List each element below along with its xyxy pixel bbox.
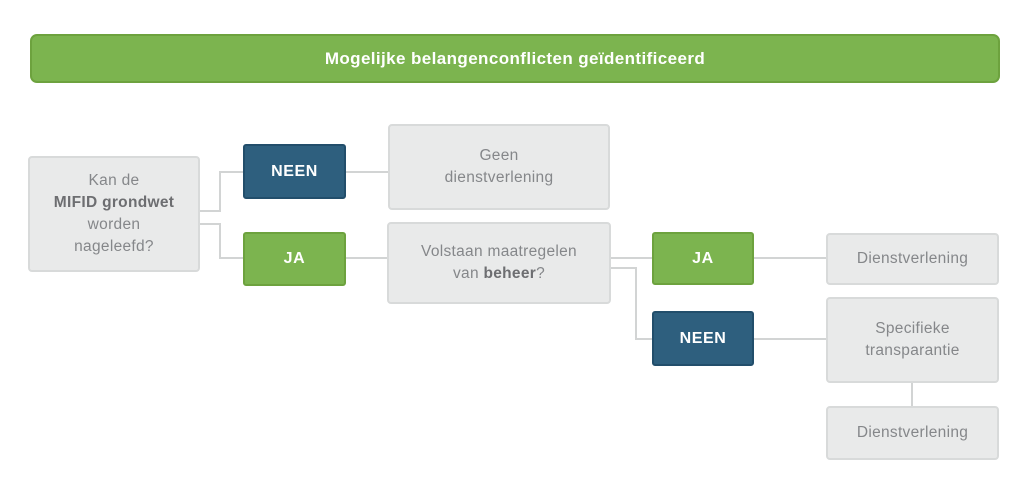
node-text: Volstaan maatregelen <box>421 243 577 260</box>
connector-line <box>219 171 244 173</box>
node-text: transparantie <box>865 342 960 359</box>
node-text: Kan de <box>88 172 140 189</box>
node-ja-2: JA <box>652 232 754 285</box>
node-text: Geen <box>479 147 519 164</box>
node-geen-dienstverlening: Geen dienstverlening <box>388 124 610 210</box>
connector-line <box>346 257 387 259</box>
node-ja-1: JA <box>243 232 346 286</box>
connector-line <box>635 338 652 340</box>
node-text-bold: MIFID grondwet <box>53 194 175 211</box>
node-neen-1: NEEN <box>243 144 346 199</box>
connector-line <box>611 257 652 259</box>
connector-line <box>346 171 388 173</box>
node-text: dienstverlening <box>444 169 554 186</box>
connector-line <box>219 171 221 212</box>
connector-line <box>911 383 913 406</box>
connector-line <box>635 267 637 340</box>
connector-line <box>611 267 637 269</box>
title-banner: Mogelijke belangenconflicten geïdentific… <box>30 34 1000 83</box>
connector-line <box>754 257 826 259</box>
node-neen-2: NEEN <box>652 311 754 366</box>
node-text: nageleefd? <box>74 238 154 255</box>
page-title: Mogelijke belangenconflicten geïdentific… <box>324 48 706 68</box>
node-text: Dienstverlening <box>856 424 969 441</box>
node-label: JA <box>692 249 714 267</box>
node-question-beheer: Volstaan maatregelen van beheer? <box>387 222 611 304</box>
node-label: NEEN <box>679 329 727 347</box>
node-text: worden <box>87 216 141 233</box>
node-label: JA <box>283 250 306 267</box>
connector-line <box>219 257 244 259</box>
node-dienstverlening-bottom: Dienstverlening <box>826 406 999 460</box>
node-dienstverlening-top: Dienstverlening <box>826 233 999 285</box>
node-text-bold: beheer <box>483 265 537 282</box>
node-question-mifid: Kan de MIFID grondwet worden nageleefd? <box>28 156 200 272</box>
node-text: ? <box>536 265 546 282</box>
node-specifieke-transparantie: Specifieke transparantie <box>826 297 999 383</box>
connector-line <box>754 338 826 340</box>
node-text: Specifieke <box>875 320 950 337</box>
node-label: NEEN <box>271 162 318 180</box>
connector-line <box>200 210 221 212</box>
connector-line <box>200 223 221 225</box>
node-text: van <box>452 265 484 282</box>
node-text: Dienstverlening <box>856 250 969 267</box>
node-text: van beheer? <box>453 263 545 285</box>
connector-line <box>219 223 221 259</box>
